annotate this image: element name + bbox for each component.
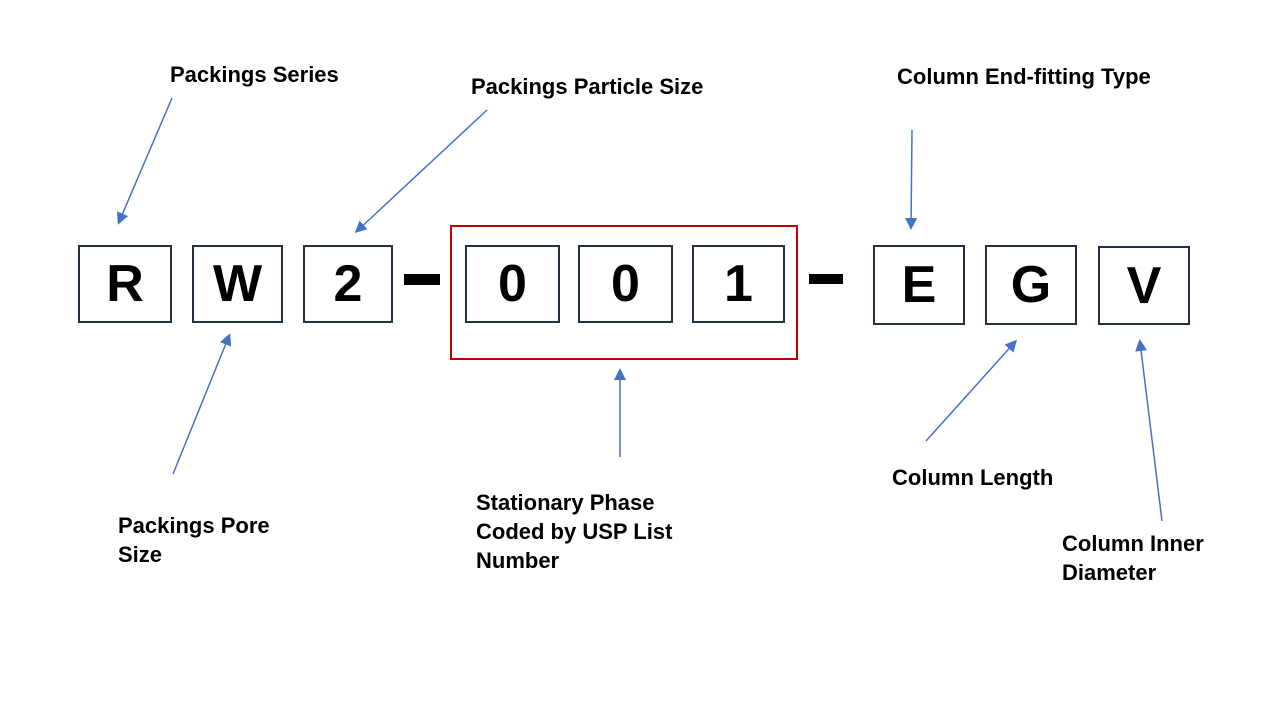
code-box-packings-series: R <box>78 245 172 323</box>
code-separator-dash <box>809 274 843 284</box>
code-separator-dash <box>404 274 440 285</box>
code-box-usp-digit-2: 0 <box>578 245 673 323</box>
column-end-fitting-type-label: Column End-fitting Type <box>897 64 1151 89</box>
code-box-usp-digit-1: 0 <box>465 245 560 323</box>
usp-code-highlight-box <box>450 225 798 360</box>
arrow-column-length <box>925 339 1018 442</box>
code-box-packings-pore-size: W <box>192 245 283 323</box>
code-box-column-length: G <box>985 245 1077 325</box>
arrow-packings-series <box>117 97 173 225</box>
code-box-packings-particle-size: 2 <box>303 245 393 323</box>
arrow-packings-particle-size <box>354 109 488 234</box>
stationary-phase-label: Stationary Phase Coded by USP List Numbe… <box>476 490 679 573</box>
code-box-column-end-fitting: E <box>873 245 965 325</box>
packings-pore-size-label: Packings Pore Size <box>118 513 276 567</box>
column-length-label: Column Length <box>892 465 1054 490</box>
packings-particle-size-label: Packings Particle Size <box>471 74 704 99</box>
column-inner-diameter-label: Column Inner Diameter <box>1062 531 1210 585</box>
arrow-column-end-fitting-type <box>905 129 918 230</box>
code-box-column-inner-diameter: V <box>1098 246 1190 325</box>
packings-series-label: Packings Series <box>170 62 339 87</box>
code-box-usp-digit-3: 1 <box>692 245 785 323</box>
arrow-packings-pore-size <box>172 333 232 475</box>
arrow-column-inner-diameter <box>1135 339 1163 522</box>
